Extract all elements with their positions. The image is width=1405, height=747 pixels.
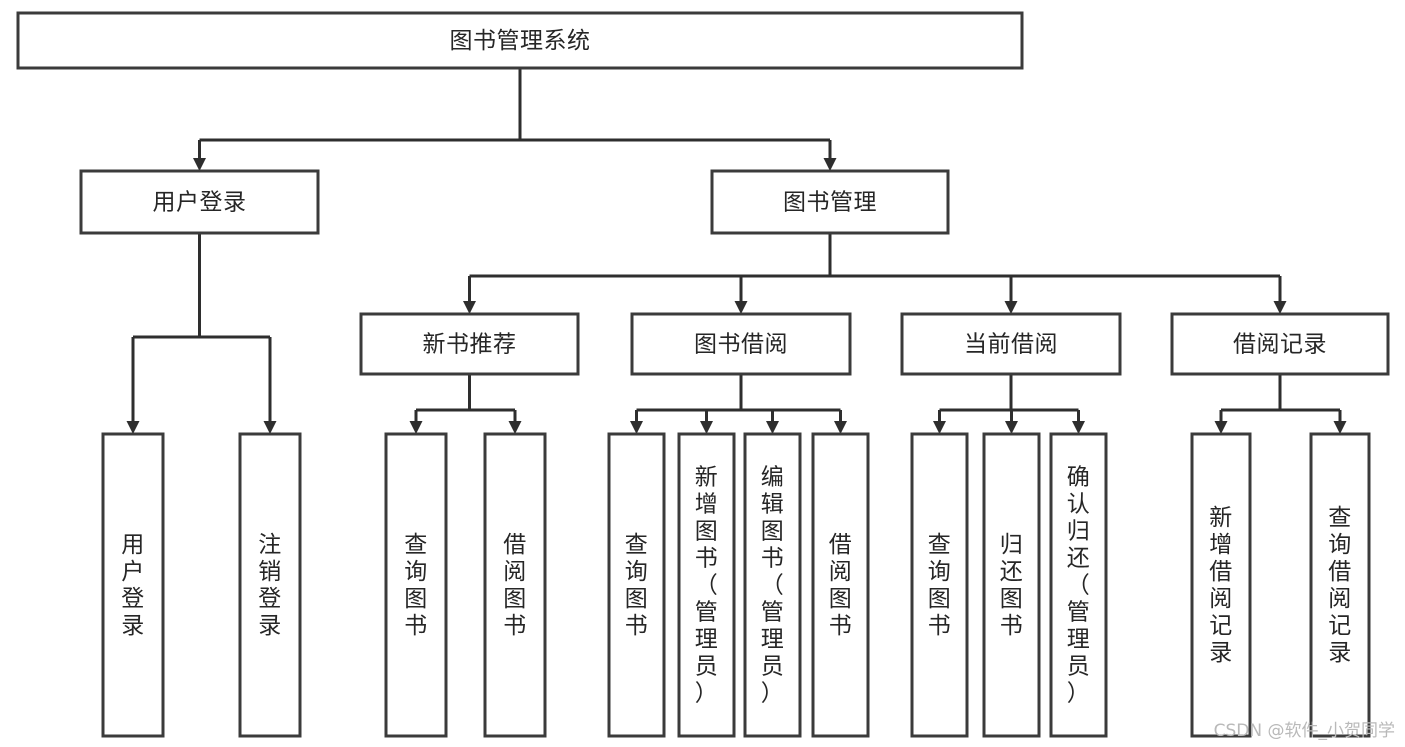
node-new-book-recommend-box[interactable] xyxy=(359,312,580,376)
node-book-management-label: 图书管理 xyxy=(783,190,877,216)
node-leaf-query-book-rec[interactable]: 查询图书 xyxy=(384,432,448,738)
node-leaf-user-login-label: 用户登录 xyxy=(121,532,145,639)
conn-current-borrow-arrow-0 xyxy=(933,421,946,434)
node-leaf-query-borrow-record-box[interactable] xyxy=(1309,432,1371,738)
connector-layer xyxy=(126,68,1347,434)
node-leaf-logout-label: 注销登录 xyxy=(258,532,282,639)
node-leaf-query-book-rec-box[interactable] xyxy=(384,432,448,738)
node-leaf-borrow-book-rec-label: 借阅图书 xyxy=(503,532,527,639)
conn-user-login-arrow-0 xyxy=(126,421,140,434)
node-leaf-query-book-borrow-label: 查询图书 xyxy=(625,532,649,639)
node-current-borrow-box[interactable] xyxy=(900,312,1122,376)
conn-current-borrow-arrow-2 xyxy=(1072,421,1085,434)
conn-user-login-arrow-1 xyxy=(263,421,277,434)
node-leaf-add-book-admin-box[interactable] xyxy=(677,432,736,738)
conn-new-book-recommend-arrow-1 xyxy=(508,421,522,434)
node-user-login-box[interactable] xyxy=(79,169,320,235)
node-borrow-record-label: 借阅记录 xyxy=(1233,332,1327,358)
conn-root-arrow-1 xyxy=(823,158,837,171)
node-leaf-borrow-book-rec-box[interactable] xyxy=(483,432,547,738)
node-book-management[interactable]: 图书管理 xyxy=(710,169,950,235)
node-book-management-box[interactable] xyxy=(710,169,950,235)
node-leaf-add-book-admin[interactable]: 新增图书（管理员） xyxy=(677,432,736,738)
node-borrow-record[interactable]: 借阅记录 xyxy=(1170,312,1390,376)
node-leaf-query-book-current-label: 查询图书 xyxy=(928,532,952,639)
node-leaf-query-borrow-record[interactable]: 查询借阅记录 xyxy=(1309,432,1371,738)
node-user-login[interactable]: 用户登录 xyxy=(79,169,320,235)
node-borrow-record-box[interactable] xyxy=(1170,312,1390,376)
conn-borrow-record-arrow-1 xyxy=(1333,421,1347,434)
node-leaf-add-borrow-record-box[interactable] xyxy=(1190,432,1252,738)
node-root-box[interactable] xyxy=(16,11,1024,70)
node-new-book-recommend[interactable]: 新书推荐 xyxy=(359,312,580,376)
conn-book-management-arrow-0 xyxy=(463,301,476,314)
conn-root-arrow-0 xyxy=(193,158,206,171)
conn-book-borrow-arrow-3 xyxy=(834,421,847,434)
node-leaf-add-borrow-record-label: 新增借阅记录 xyxy=(1209,505,1233,666)
conn-book-borrow-arrow-0 xyxy=(630,421,643,434)
node-leaf-borrow-book-label: 借阅图书 xyxy=(829,532,853,639)
node-layer: 图书管理系统用户登录图书管理新书推荐图书借阅当前借阅借阅记录用户登录注销登录查询… xyxy=(16,11,1390,738)
node-leaf-return-book[interactable]: 归还图书 xyxy=(982,432,1041,738)
node-new-book-recommend-label: 新书推荐 xyxy=(423,332,517,358)
node-book-borrow-box[interactable] xyxy=(630,312,852,376)
conn-borrow-record-arrow-0 xyxy=(1214,421,1228,434)
node-leaf-add-borrow-record[interactable]: 新增借阅记录 xyxy=(1190,432,1252,738)
conn-book-management-arrow-3 xyxy=(1273,301,1287,314)
conn-current-borrow-arrow-1 xyxy=(1005,421,1018,434)
node-leaf-edit-book-admin-label: 编辑图书（管理员） xyxy=(761,465,785,707)
node-leaf-query-book-current-box[interactable] xyxy=(910,432,969,738)
node-root[interactable]: 图书管理系统 xyxy=(16,11,1024,70)
node-leaf-edit-book-admin[interactable]: 编辑图书（管理员） xyxy=(743,432,802,738)
node-leaf-add-book-admin-label: 新增图书（管理员） xyxy=(695,465,719,707)
conn-book-borrow-arrow-2 xyxy=(766,421,779,434)
node-leaf-borrow-book-rec[interactable]: 借阅图书 xyxy=(483,432,547,738)
node-book-borrow[interactable]: 图书借阅 xyxy=(630,312,852,376)
node-leaf-user-login-box[interactable] xyxy=(101,432,165,738)
node-leaf-borrow-book[interactable]: 借阅图书 xyxy=(811,432,870,738)
node-leaf-query-borrow-record-label: 查询借阅记录 xyxy=(1328,505,1352,666)
conn-new-book-recommend-arrow-0 xyxy=(409,421,423,434)
node-leaf-query-book-borrow-box[interactable] xyxy=(607,432,666,738)
conn-book-management-arrow-1 xyxy=(734,301,748,314)
node-current-borrow[interactable]: 当前借阅 xyxy=(900,312,1122,376)
node-leaf-edit-book-admin-box[interactable] xyxy=(743,432,802,738)
node-current-borrow-label: 当前借阅 xyxy=(964,332,1058,358)
node-leaf-confirm-return-admin-label: 确认归还（管理员） xyxy=(1067,465,1091,707)
node-leaf-return-book-label: 归还图书 xyxy=(1000,532,1024,639)
node-user-login-label: 用户登录 xyxy=(153,190,247,216)
conn-book-management-arrow-2 xyxy=(1004,301,1018,314)
node-leaf-logout[interactable]: 注销登录 xyxy=(238,432,302,738)
node-leaf-borrow-book-box[interactable] xyxy=(811,432,870,738)
node-leaf-user-login[interactable]: 用户登录 xyxy=(101,432,165,738)
node-book-borrow-label: 图书借阅 xyxy=(694,332,788,358)
node-leaf-query-book-rec-label: 查询图书 xyxy=(404,532,428,639)
node-leaf-confirm-return-admin[interactable]: 确认归还（管理员） xyxy=(1049,432,1108,738)
node-leaf-return-book-box[interactable] xyxy=(982,432,1041,738)
node-root-label: 图书管理系统 xyxy=(450,28,591,54)
node-leaf-confirm-return-admin-box[interactable] xyxy=(1049,432,1108,738)
conn-book-borrow-arrow-1 xyxy=(700,421,713,434)
node-leaf-query-book-borrow[interactable]: 查询图书 xyxy=(607,432,666,738)
node-leaf-query-book-current[interactable]: 查询图书 xyxy=(910,432,969,738)
node-leaf-logout-box[interactable] xyxy=(238,432,302,738)
